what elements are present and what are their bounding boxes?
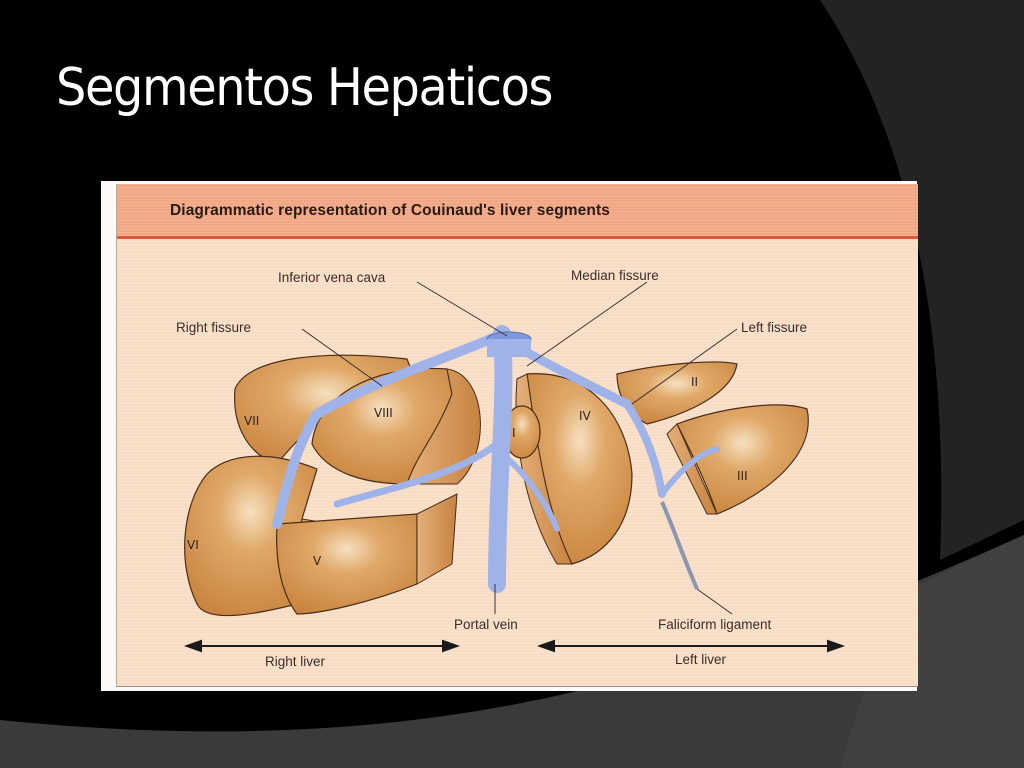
label-left-liver: Left liver xyxy=(675,652,727,667)
segment-label-iv: IV xyxy=(579,409,591,423)
faliciform-ligament xyxy=(660,501,699,590)
segment-label-i: I xyxy=(512,426,516,440)
segment-label-ii: II xyxy=(691,375,699,389)
label-inferior-vena-cava: Inferior vena cava xyxy=(278,270,386,285)
hepatic-veins xyxy=(272,325,720,593)
label-right-fissure: Right fissure xyxy=(176,320,252,335)
slide-title: Segmentos Hepaticos xyxy=(56,58,553,118)
label-faliciform-ligament: Faliciform ligament xyxy=(658,617,772,632)
segment-iii xyxy=(676,404,809,515)
region-arrows xyxy=(184,639,845,653)
segment-label-viii: VIII xyxy=(374,406,393,420)
label-left-fissure: Left fissure xyxy=(741,320,808,335)
segment-label-v: V xyxy=(313,554,322,568)
leader-lines xyxy=(301,281,738,615)
liver-diagram xyxy=(184,281,845,653)
figure-header: Diagrammatic representation of Couinaud'… xyxy=(117,184,918,239)
liver-segments-figure: Diagrammatic representation of Couinaud'… xyxy=(101,181,918,691)
segment-v xyxy=(276,513,418,615)
label-median-fissure: Median fissure xyxy=(571,268,659,283)
label-right-liver: Right liver xyxy=(265,654,326,669)
figure-panel: Diagrammatic representation of Couinaud'… xyxy=(116,184,918,687)
label-portal-vein: Portal vein xyxy=(454,617,518,632)
figure-title: Diagrammatic representation of Couinaud'… xyxy=(170,202,610,219)
segment-label-vi: VI xyxy=(187,538,199,552)
segment-label-iii: III xyxy=(737,469,748,483)
segment-label-vii: VII xyxy=(244,414,260,428)
